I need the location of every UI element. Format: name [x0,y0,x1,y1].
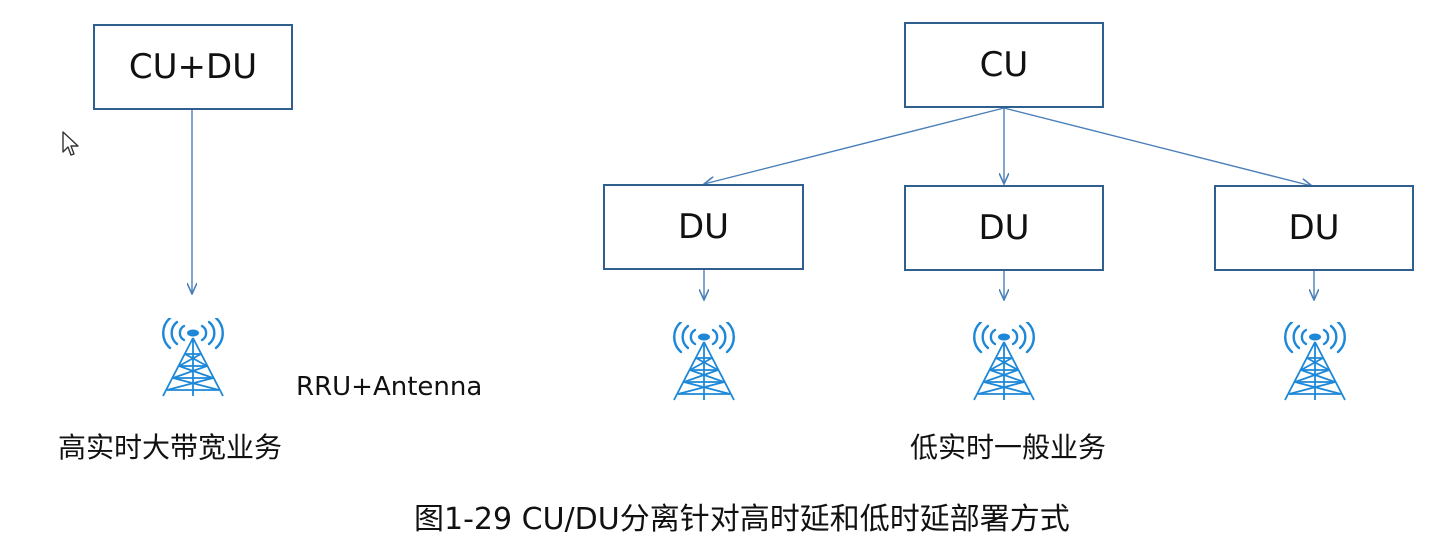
du-label: DU [677,207,730,247]
cu-du-label: CU+DU [128,47,258,87]
du-label: DU [1288,208,1340,248]
cu-label: CU [979,45,1029,85]
antenna-icon [1284,322,1346,401]
cursor-icon [62,131,79,156]
figure-caption: 图1-29 CU/DU分离针对高时延和低时延部署方式 [414,502,1070,537]
arrow-cu-to-du-1 [704,107,1005,184]
rru-antenna-label: RRU+Antenna [296,372,483,402]
du-box-1: DU [603,184,804,270]
antenna-icon [673,322,735,401]
du-label: DU [978,208,1030,248]
high-realtime-service-label: 高实时大带宽业务 [58,431,283,464]
du-box-3: DU [1214,185,1414,271]
antenna-icon [162,318,224,397]
du-box-2: DU [904,185,1104,271]
arrow-cu-to-du-3 [1003,107,1312,186]
antenna-icon [973,322,1035,401]
low-realtime-service-label: 低实时一般业务 [910,431,1107,464]
cu-box: CU [904,22,1104,108]
cu-du-box: CU+DU [93,24,293,110]
